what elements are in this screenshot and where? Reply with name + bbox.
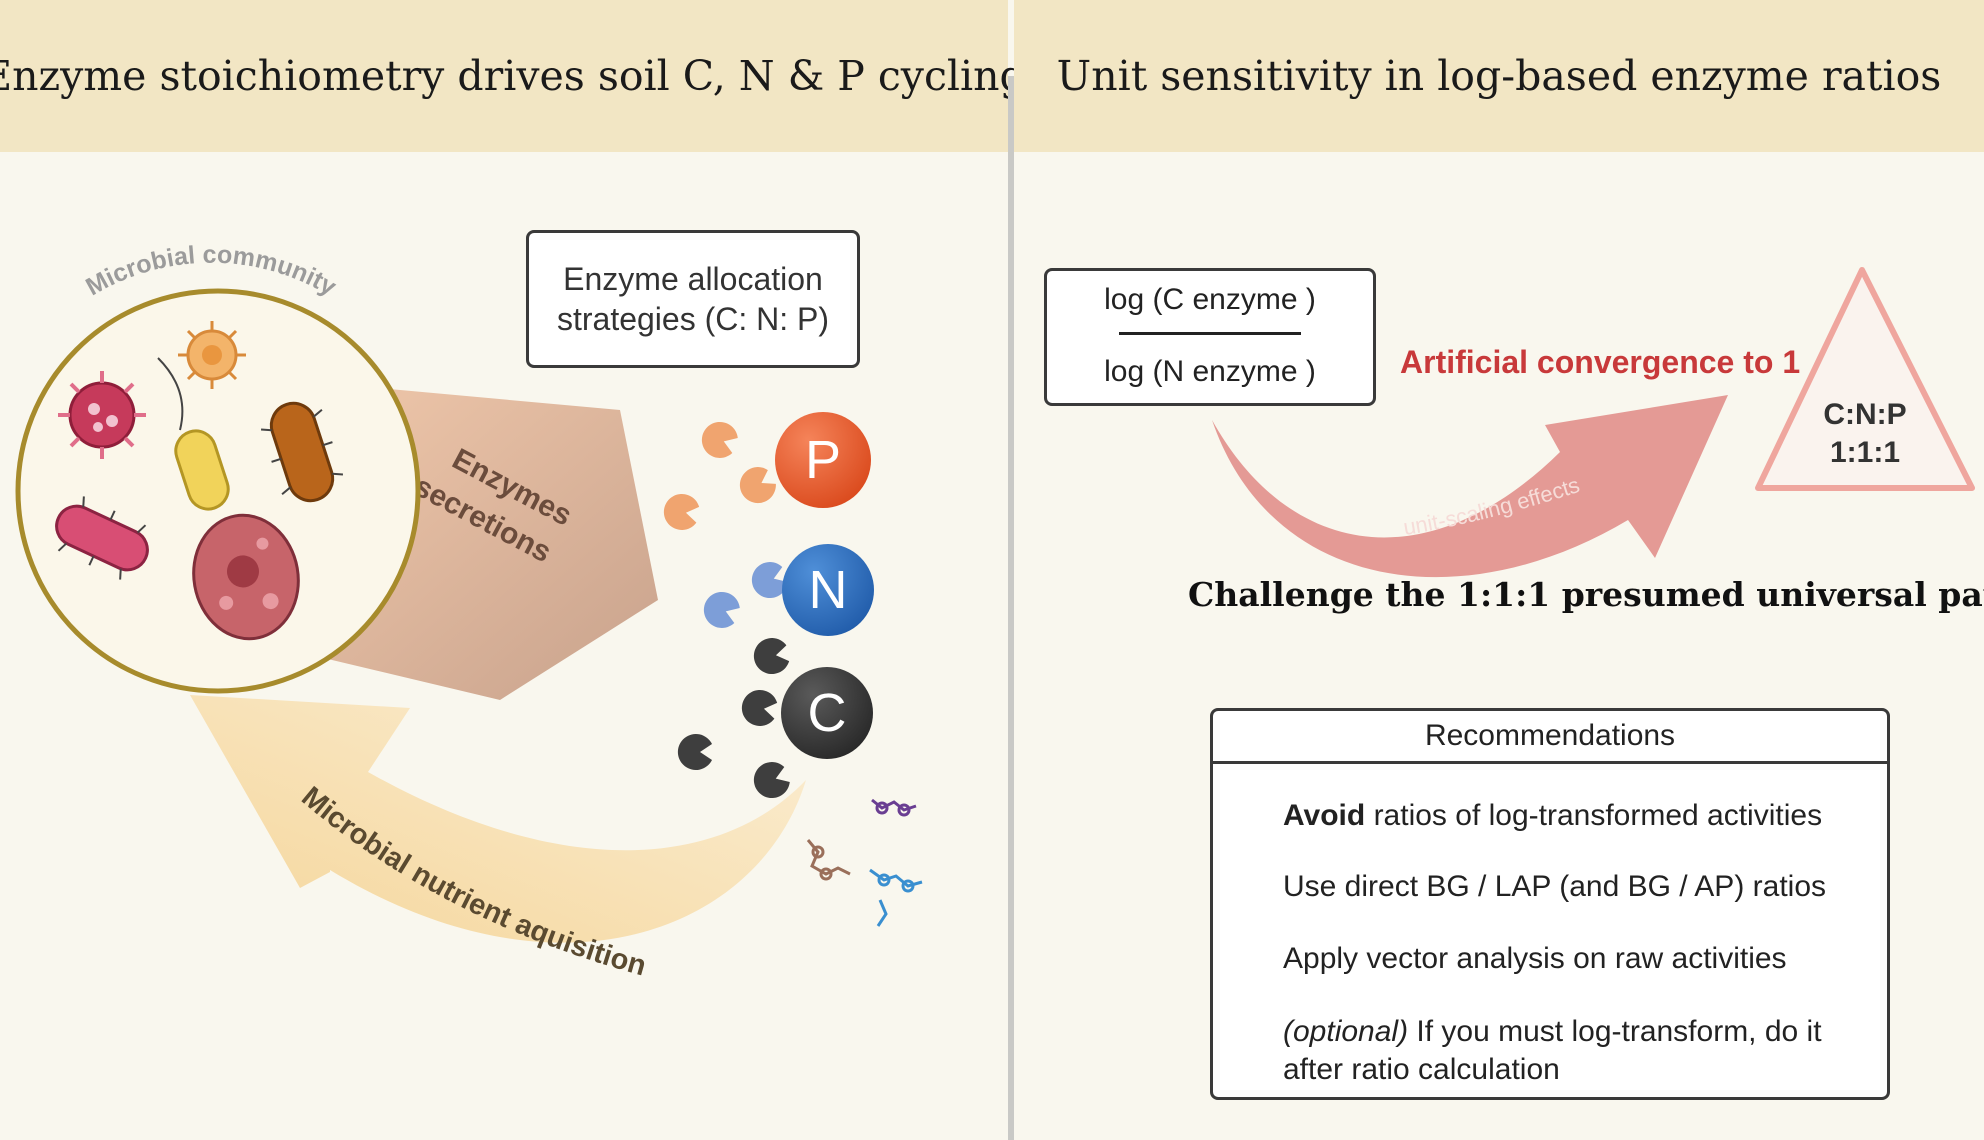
- enzyme-icon: [663, 422, 776, 530]
- cnp-triangle: [1755, 267, 1975, 491]
- nutrient-c: C: [781, 667, 873, 759]
- allocation-line2: strategies (C: N: P): [556, 301, 830, 337]
- svg-text:N: N: [809, 560, 848, 620]
- triangle-line2: 1:1:1: [1829, 435, 1901, 469]
- bacterium-icon: [55, 496, 149, 580]
- nutrient-n: N: [782, 544, 874, 636]
- recommendation-text: ratios of log-transformed activities: [1365, 799, 1823, 832]
- triangle-line1: C:N:P: [1823, 398, 1907, 431]
- challenge-statement: Challenge the 1:1:1 presumed universal p…: [1188, 575, 1984, 614]
- recommendation-text: If you must log-transform, do it: [1408, 1015, 1822, 1048]
- bacterium-icon: [157, 357, 230, 511]
- nutrient-p: P: [775, 412, 871, 508]
- virus-icon: [58, 371, 146, 459]
- virus-icon: [178, 321, 246, 389]
- nutrient-acquisition-arrow: [190, 695, 806, 943]
- recommendation-item: Use direct BG / LAP (and BG / AP) ratios: [1283, 868, 1877, 906]
- log-ratio-denominator: log (N enzyme ): [1104, 355, 1316, 388]
- panel-divider: [1008, 76, 1014, 1140]
- fraction-bar: [1119, 332, 1301, 335]
- enzyme-icon: [677, 638, 790, 798]
- triangle-label: C:N:P 1:1:1: [1800, 396, 1930, 471]
- recommendations-title: Recommendations: [1213, 711, 1887, 764]
- recommendation-item: Avoid ratios of log-transformed activiti…: [1283, 797, 1877, 835]
- recommendation-text: Apply vector analysis on raw activities: [1283, 942, 1787, 975]
- allocation-line1: Enzyme allocation: [563, 261, 823, 297]
- recommendation-text: after ratio calculation: [1283, 1053, 1560, 1086]
- recommendations-box: Recommendations Avoid ratios of log-tran…: [1210, 708, 1890, 1100]
- bacterium-icon: [260, 401, 344, 503]
- svg-text:C: C: [808, 683, 847, 743]
- convergence-label: Artificial convergence to 1: [1400, 344, 1801, 380]
- allocation-strategies-box: Enzyme allocation strategies (C: N: P): [526, 230, 860, 368]
- right-panel-title: Unit sensitivity in log-based enzyme rat…: [1014, 0, 1984, 152]
- recommendation-emphasis: (optional): [1283, 1015, 1409, 1048]
- log-ratio-box: log (C enzyme ) log (N enzyme ): [1044, 268, 1376, 406]
- protozoan-icon: [192, 513, 300, 641]
- left-panel-title: Enzyme stoichiometry drives soil C, N & …: [0, 0, 1026, 152]
- recommendation-emphasis: Avoid: [1283, 799, 1366, 832]
- recommendation-item: Apply vector analysis on raw activities: [1283, 940, 1877, 978]
- log-ratio-numerator: log (C enzyme ): [1104, 283, 1316, 316]
- svg-text:P: P: [805, 430, 841, 490]
- recommendation-text: Use direct BG / LAP (and BG / AP) ratios: [1283, 870, 1827, 903]
- recommendation-item: (optional) If you must log-transform, do…: [1283, 1013, 1877, 1089]
- enzyme-icon: [703, 562, 788, 628]
- unit-scaling-arrow: [1212, 395, 1728, 578]
- molecule-icon: [806, 798, 923, 927]
